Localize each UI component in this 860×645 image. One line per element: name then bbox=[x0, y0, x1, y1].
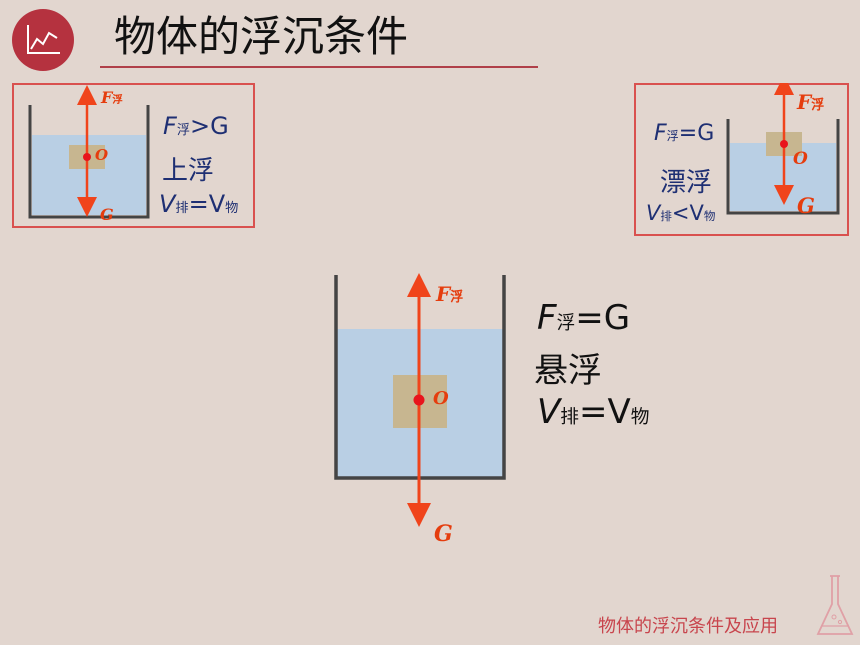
page-title: 物体的浮沉条件 bbox=[114, 12, 409, 61]
title-underline bbox=[100, 66, 538, 68]
rising-force-label: F浮 bbox=[101, 88, 123, 107]
beaker bbox=[28, 105, 150, 219]
rising-point-label: O bbox=[95, 146, 109, 164]
floating-state: 漂浮 bbox=[660, 168, 713, 198]
line-chart-icon bbox=[27, 25, 60, 54]
center-point bbox=[413, 394, 425, 406]
rising-state: 上浮 bbox=[162, 156, 215, 186]
floating-diagram bbox=[726, 83, 840, 215]
suspended-point-label: O bbox=[433, 388, 449, 409]
rising-panel bbox=[12, 83, 255, 228]
footer-caption: 物体的浮沉条件及应用 bbox=[598, 616, 778, 637]
suspended-force-label: F浮 bbox=[436, 282, 464, 306]
rising-diagram bbox=[28, 85, 150, 219]
chart-logo bbox=[12, 9, 74, 71]
suspended-diagram bbox=[334, 273, 506, 527]
rising-volume: V排=V物 bbox=[159, 190, 239, 218]
suspended-relation: F浮=G bbox=[537, 298, 631, 338]
floating-volume: V排<V物 bbox=[646, 201, 716, 225]
flask-icon bbox=[816, 575, 854, 635]
floating-panel bbox=[634, 83, 849, 236]
floating-relation: F浮=G bbox=[654, 121, 715, 146]
center-point bbox=[780, 140, 788, 148]
rising-gravity-label: G bbox=[100, 205, 114, 224]
suspended-state: 悬浮 bbox=[534, 351, 602, 391]
center-point bbox=[83, 153, 91, 161]
beaker bbox=[726, 119, 840, 215]
rising-relation: F浮>G bbox=[163, 112, 229, 140]
floating-point-label: O bbox=[793, 149, 808, 169]
floating-force-label: F浮 bbox=[797, 90, 825, 114]
suspended-volume: V排=V物 bbox=[537, 392, 650, 432]
suspended-gravity-label: G bbox=[434, 521, 453, 547]
floating-gravity-label: G bbox=[797, 193, 815, 218]
